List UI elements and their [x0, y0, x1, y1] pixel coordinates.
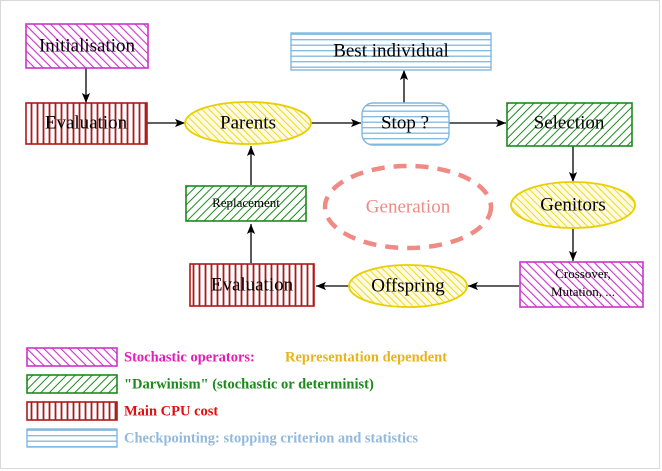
legend-row-main-cpu-cost: Main CPU cost: [26, 401, 218, 421]
node-crossover-mutation[interactable]: Crossover, Mutation, ...: [519, 261, 644, 308]
node-initialisation[interactable]: Initialisation: [25, 23, 149, 69]
legend-label-checkpointing: Checkpointing: stopping criterion and st…: [124, 430, 418, 446]
legend-row-checkpointing: Checkpointing: stopping criterion and st…: [26, 428, 418, 448]
initialisation-label: Initialisation: [39, 35, 136, 56]
node-parents[interactable]: Parents: [184, 101, 312, 145]
node-evaluation-bottom[interactable]: Evaluation: [189, 263, 315, 307]
legend: Stochastic operators: Representation dep…: [26, 347, 447, 448]
node-genitors[interactable]: Genitors: [510, 181, 636, 229]
parents-ellipse: [184, 101, 312, 145]
generation-label: Generation: [366, 196, 451, 217]
crossover-label-line2: Mutation, ...: [551, 284, 615, 299]
legend-label-stochastic-operators: Stochastic operators:: [124, 349, 255, 365]
genitors-label: Genitors: [540, 194, 605, 215]
node-evaluation-top[interactable]: Evaluation: [25, 102, 148, 145]
crossover-label-line1: Crossover,: [555, 266, 610, 281]
offspring-ellipse: [348, 264, 468, 308]
best-individual-box: [290, 32, 492, 71]
offspring-label: Offspring: [371, 275, 445, 296]
evaluation-top-label: Evaluation: [45, 112, 128, 133]
legend-row-stochastic-operators: Stochastic operators: Representation dep…: [26, 347, 447, 367]
node-offspring[interactable]: Offspring: [348, 264, 468, 308]
best-individual-label: Best individual: [333, 40, 449, 61]
node-selection[interactable]: Selection: [506, 102, 633, 147]
legend-label-darwinism: "Darwinism" (stochastic or determinist): [124, 376, 374, 392]
evaluation-bottom-box: [189, 263, 315, 307]
parents-label: Parents: [220, 112, 276, 133]
stop-label: Stop ?: [381, 112, 429, 133]
evaluation-bottom-label: Evaluation: [211, 274, 294, 295]
replacement-box: [185, 185, 307, 222]
legend-label-main-cpu-cost: Main CPU cost: [124, 403, 218, 419]
initialisation-box: [25, 23, 149, 69]
selection-box: [506, 102, 633, 147]
legend-row-darwinism: "Darwinism" (stochastic or determinist): [26, 374, 374, 394]
node-generation: Generation: [322, 163, 494, 251]
edge-group: [81, 68, 578, 291]
node-best-individual[interactable]: Best individual: [290, 32, 492, 71]
crossover-mutation-box: [519, 261, 644, 308]
legend-swatch-green-icon: [26, 374, 118, 394]
evaluation-top-box: [25, 102, 148, 145]
node-stop[interactable]: Stop ?: [361, 102, 450, 146]
legend-swatch-blue-icon: [26, 428, 118, 448]
legend-swatch-magenta-icon: [26, 347, 118, 367]
legend-label-representation-dependent: Representation dependent: [285, 349, 447, 365]
replacement-label: Replacement: [212, 195, 280, 210]
legend-swatch-red-icon: [26, 401, 118, 421]
node-replacement[interactable]: Replacement: [185, 185, 307, 222]
stop-box: [361, 102, 450, 146]
genitors-ellipse: [510, 181, 636, 229]
generation-ellipse: [322, 163, 494, 251]
selection-label: Selection: [534, 112, 605, 133]
